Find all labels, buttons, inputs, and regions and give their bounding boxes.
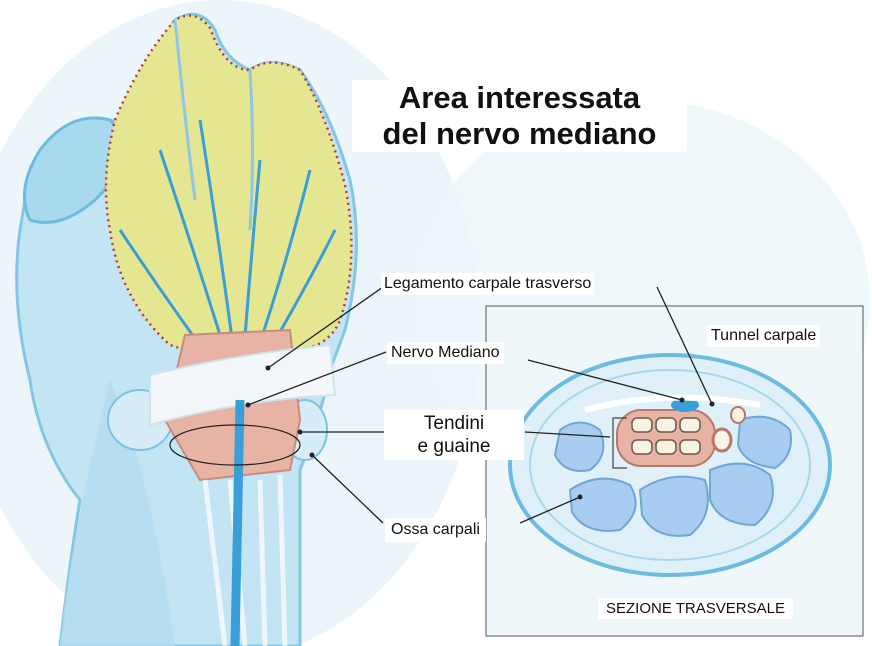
label-tendons: Tendini e guaine	[384, 410, 524, 460]
leader-bones-left	[311, 454, 384, 524]
label-tendons-line-1: Tendini	[423, 413, 485, 434]
leader-ligament-right	[656, 286, 713, 405]
label-tendons-line-2: e guaine	[417, 436, 491, 457]
leader-tendons-right	[524, 431, 611, 438]
leader-ligament-left	[267, 286, 384, 369]
ligament-band	[149, 343, 337, 427]
leader-lines	[247, 286, 713, 524]
hand-drawing	[15, 12, 358, 646]
label-tunnel: Tunnel carpale	[707, 325, 821, 347]
title-line-2: del nervo mediano	[382, 116, 657, 151]
median-nerve	[230, 399, 245, 646]
carpal-bones-section	[553, 415, 792, 537]
nerve-area	[104, 14, 353, 358]
leader-nerve-right	[527, 359, 683, 401]
label-ligament: Legamento carpale trasverso	[381, 273, 595, 295]
median-nerve-section	[671, 398, 699, 412]
label-nerve: Nervo Mediano	[387, 342, 504, 364]
leader-nerve-left	[247, 351, 387, 406]
title-line-1: Area interessata	[398, 80, 641, 115]
label-bones: Ossa carpali	[385, 518, 486, 542]
cross-section-panel	[485, 305, 864, 637]
label-section: SEZIONE TRASVERSALE	[598, 598, 793, 619]
leader-bones-right	[519, 496, 581, 524]
page-title: Area interessata del nervo mediano	[352, 80, 687, 152]
sheath-outline	[169, 424, 301, 466]
